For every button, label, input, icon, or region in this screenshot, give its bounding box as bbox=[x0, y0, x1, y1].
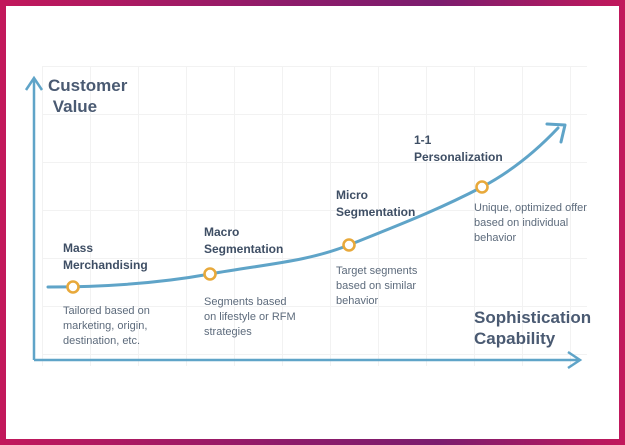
stage-title-mass-merchandising: Mass Merchandising bbox=[63, 241, 148, 272]
stage-marker-micro bbox=[342, 238, 356, 252]
x-axis-arrowhead bbox=[567, 350, 583, 370]
y-axis-arrowhead bbox=[24, 75, 44, 91]
stage-marker-personalization bbox=[475, 180, 489, 194]
background-grid bbox=[42, 66, 587, 366]
stage-title-micro-segmentation: Micro Segmentation bbox=[336, 188, 416, 219]
stage-title-1-1-personalization: 1-1 Personalization bbox=[414, 133, 503, 164]
stage-description-micro-segmentation: Target segments based on similar behavio… bbox=[336, 265, 418, 307]
growth-curve-arrowhead bbox=[545, 122, 567, 144]
diagram-canvas: Customer Value Sophistication Capability… bbox=[6, 6, 619, 439]
stage-title-macro-segmentation: Macro Segmentation bbox=[204, 225, 284, 256]
stage-marker-mass bbox=[66, 280, 80, 294]
x-axis-title: Sophistication Capability bbox=[474, 308, 592, 348]
y-axis-title: Customer Value bbox=[48, 76, 128, 116]
stage-description-mass-merchandising: Tailored based on marketing, origin, des… bbox=[63, 305, 150, 347]
diagram-svg bbox=[24, 75, 583, 370]
stage-description-macro-segmentation: Segments based on lifestyle or RFM strat… bbox=[204, 296, 296, 338]
stage-marker-macro bbox=[203, 267, 217, 281]
stage-description-1-1-personalization: Unique, optimized offer based on individ… bbox=[474, 202, 587, 244]
